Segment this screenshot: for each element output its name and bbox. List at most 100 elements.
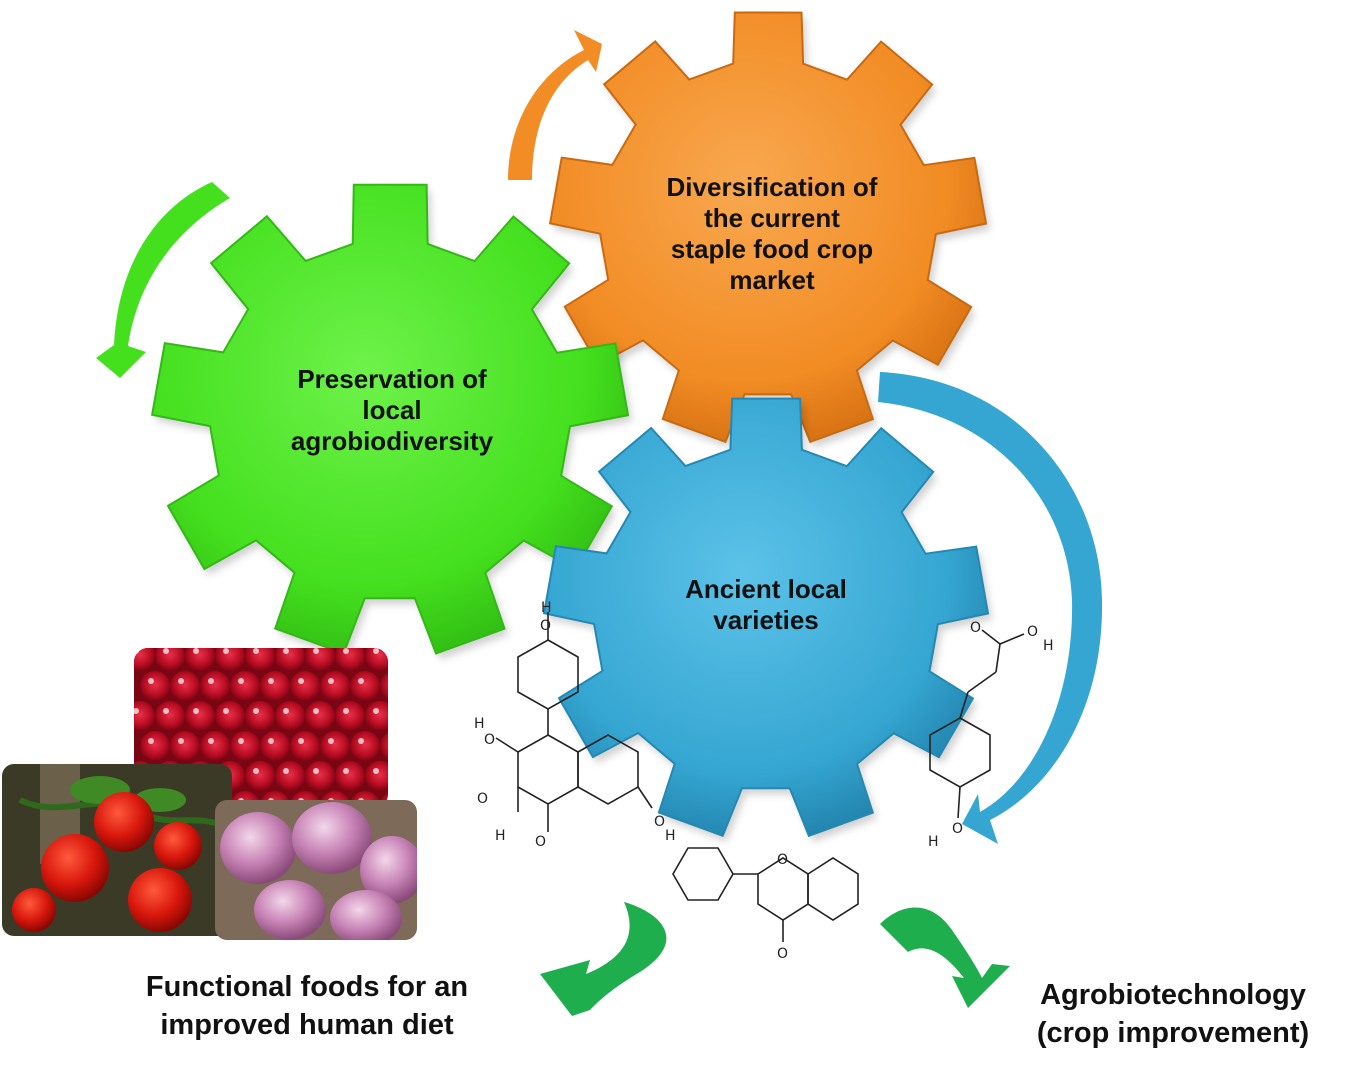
gear-body [150, 183, 630, 655]
cherry-highlight [148, 738, 154, 744]
cherry-tomato [305, 648, 335, 671]
red-onions-photo [215, 800, 417, 940]
cherry-tomato [335, 648, 365, 671]
cherry-tomato [305, 701, 335, 731]
gear-label-line: Preservation of [297, 364, 487, 394]
cherry-highlight [193, 708, 199, 714]
flavonol-structure-icon [495, 612, 653, 832]
cherry-tomato [320, 731, 350, 761]
cherry-highlight [298, 738, 304, 744]
cherry-highlight [208, 738, 214, 744]
cherry-tomato [215, 701, 245, 731]
atom-label: H [495, 828, 506, 844]
atom-label: H [928, 834, 939, 850]
molecule-atom-labels: H O H O O H O O H O O O O H O H [474, 600, 1054, 962]
cherry-highlight [178, 678, 184, 684]
gear-body [548, 11, 988, 444]
cherry-highlight [134, 708, 139, 714]
caption-line: Agrobiotechnology [1040, 979, 1306, 1011]
cherry-highlight [238, 678, 244, 684]
cherry-tomato [275, 761, 305, 791]
atom-label: H [1043, 638, 1054, 654]
gear-label-line: the current [704, 203, 840, 233]
tomatoes-on-vine-photo [2, 764, 232, 936]
atom-label: O [484, 732, 495, 748]
cherry-highlight [253, 768, 259, 774]
cherry-highlight [313, 708, 319, 714]
orange-gear [548, 11, 990, 448]
cherry-highlight [298, 678, 304, 684]
cherry-highlight [178, 738, 184, 744]
blue-cycle-arrow [878, 372, 1103, 844]
atom-label: H [541, 600, 552, 616]
atom-label: H [474, 716, 485, 732]
cherry-highlight [253, 648, 259, 654]
cherry-highlight [223, 648, 229, 654]
cherry-tomato [200, 671, 230, 701]
cherry-tomato [335, 701, 365, 731]
caption-line: (crop improvement) [1036, 1017, 1310, 1049]
right-output-arrow [880, 907, 1010, 1008]
agrobiotechnology-caption: Agrobiotechnology (crop improvement) [1008, 976, 1338, 1052]
cherry-tomato [350, 731, 380, 761]
cherry-highlight [163, 708, 169, 714]
coumaric-acid-structure-icon [929, 629, 1025, 819]
atom-label: O [535, 834, 546, 850]
gear-label-line: local [362, 395, 422, 425]
cherry-tomato [365, 701, 388, 731]
blue-gear-label: Ancient local varieties [646, 574, 886, 636]
cherry-tomato [200, 731, 230, 761]
cherry-highlight [313, 768, 319, 774]
atom-label: O [777, 852, 788, 868]
cherry-tomato [275, 701, 305, 731]
cherry-tomato [170, 671, 200, 701]
atom-label: O [540, 618, 551, 634]
cherry-tomato [320, 671, 350, 701]
orange-gear-label: Diversification of the current staple fo… [632, 172, 912, 296]
cherry-highlight [268, 678, 274, 684]
cherry-tomato [245, 761, 275, 791]
caption-line: improved human diet [160, 1009, 454, 1041]
cherry-tomato [380, 731, 388, 761]
cherry-highlight [358, 678, 364, 684]
cherry-tomato [260, 671, 290, 701]
cherry-highlight [388, 738, 394, 744]
gear-label-line: Ancient local [685, 574, 847, 604]
atom-label: H [665, 828, 676, 844]
cherry-tomato [290, 731, 320, 761]
cherry-highlight [163, 648, 169, 654]
cherry-highlight [283, 708, 289, 714]
cherry-highlight [373, 708, 379, 714]
cherry-tomato [365, 761, 388, 791]
functional-foods-caption: Functional foods for an improved human d… [100, 968, 514, 1044]
cherry-highlight [373, 768, 379, 774]
atom-label: O [970, 620, 981, 636]
cherry-tomato [290, 671, 320, 701]
atom-label: O [1027, 624, 1038, 640]
gear-label-line: varieties [713, 605, 819, 635]
gear-body [542, 397, 990, 838]
cherry-tomato [335, 761, 365, 791]
cherry-highlight [373, 648, 379, 654]
gear-label-line: staple food crop [670, 234, 874, 264]
cherry-highlight [238, 738, 244, 744]
atom-label: O [477, 791, 488, 807]
gear-label-line: market [729, 265, 815, 295]
cherry-highlight [268, 738, 274, 744]
cherry-highlight [148, 678, 154, 684]
cherry-highlight [223, 708, 229, 714]
cherry-tomato [155, 701, 185, 731]
cherry-tomato [185, 648, 215, 671]
cherry-tomato [170, 731, 200, 761]
blue-gear [542, 397, 992, 842]
cherry-tomato [305, 761, 335, 791]
cherry-highlight [343, 708, 349, 714]
cherry-highlight [388, 678, 394, 684]
cherry-highlight [328, 678, 334, 684]
cherry-tomato [275, 648, 305, 671]
cherry-tomato [185, 701, 215, 731]
caption-line: Functional foods for an [145, 971, 469, 1003]
cherry-tomato [134, 648, 155, 671]
cherry-tomato [245, 701, 275, 731]
